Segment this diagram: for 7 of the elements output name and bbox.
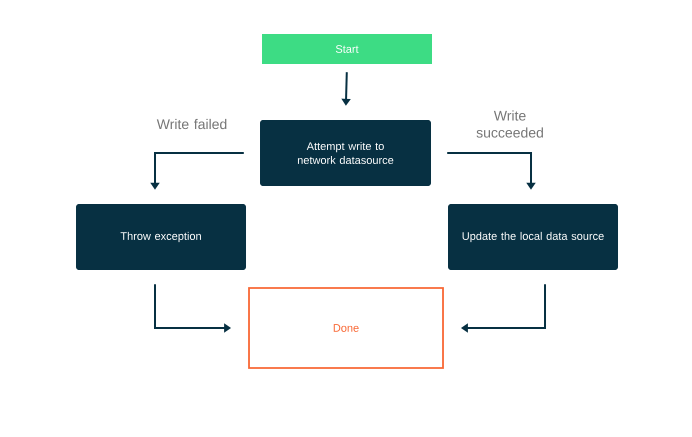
process-box: Attempt write to network datasource <box>260 120 431 186</box>
edge-label: Write failed <box>156 118 226 130</box>
edge-label: Write succeeded <box>476 110 543 138</box>
start-box: Start <box>262 34 432 64</box>
end-box: Done <box>248 287 444 369</box>
process-box: Throw exception <box>76 204 246 270</box>
process-box: Update the local data source <box>448 204 618 270</box>
